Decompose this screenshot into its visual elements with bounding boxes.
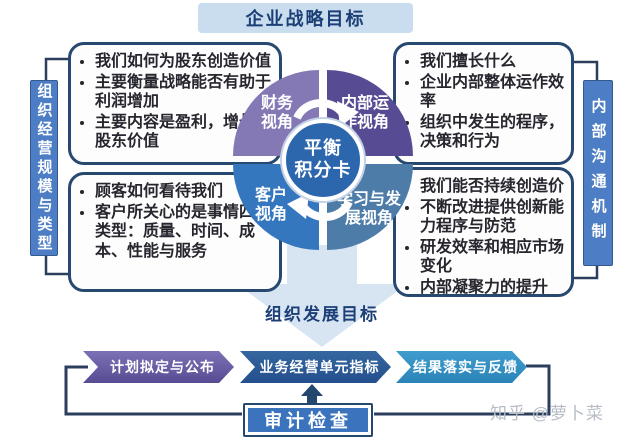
audit-label: 审计检查 <box>264 411 352 431</box>
bullet-item: 组织中发生的程序，决策和行为 <box>420 113 565 152</box>
bullet-item: 我们能否持续创造价 <box>420 177 565 197</box>
bullet-item: 研发效率和相应市场变化 <box>420 238 565 277</box>
up-arrow-icon <box>301 384 323 403</box>
bullet-list: 我们能否持续创造价 不断改进提供创新能力程序与防范 研发效率和相应市场变化 内部… <box>398 177 565 297</box>
bullet-list: 我们如何为股东创造价值 主要衡量战略能否有助于利润增加 主要内容是盈利，增长和股… <box>73 52 273 152</box>
bullet-list: 顾客如何看待我们 客户所关心的是事情四个类型：质量、时间、成本、性能与服务 <box>73 182 273 261</box>
learning-quadrant-label: 学习与发 展视角 <box>336 191 401 228</box>
customer-quadrant-label: 客户 视角 <box>254 187 287 224</box>
bullet-item: 企业内部整体运作效率 <box>420 73 565 112</box>
bullet-item: 我们擅长什么 <box>420 52 565 72</box>
down-arrow <box>237 245 407 347</box>
bullet-item: 顾客如何看待我们 <box>95 182 273 202</box>
left-sidebar-banner: 组织经营规模与类型 <box>30 80 58 256</box>
bracket-right-top <box>573 60 599 81</box>
bracket-left-bottom <box>44 255 69 276</box>
rotate-bottom-arrow-icon <box>299 200 353 221</box>
center-badge: 平衡 积分卡 <box>282 119 364 201</box>
step-metrics-label: 业务经营单元指标 <box>259 359 380 375</box>
feedback-loop-left <box>64 365 242 416</box>
bracket-right-bottom <box>574 265 599 280</box>
rotation-arrows <box>287 99 359 221</box>
bullet-item: 主要衡量战略能否有助于利润增加 <box>95 73 273 112</box>
strategy-goal-label: 企业战略目标 <box>245 9 366 29</box>
watermark: 知乎 @萝卜菜 <box>490 404 604 423</box>
development-goal-label: 组织发展目标 <box>265 305 379 324</box>
internal-quadrant-label: 内部运 作视角 <box>340 95 389 132</box>
bullet-item: 内部凝聚力的提升 <box>420 278 565 298</box>
rotate-top-arrowhead-icon <box>337 101 359 127</box>
step-metrics-chevron: 业务经营单元指标 <box>240 351 391 383</box>
step-feedback-chevron: 结果落实与反馈 <box>396 351 527 383</box>
bracket-left-top <box>44 57 70 80</box>
bullet-list: 我们擅长什么 企业内部整体运作效率 组织中发生的程序，决策和行为 <box>398 52 565 152</box>
financial-quadrant-label: 财务 视角 <box>260 95 293 132</box>
left-sidebar-label: 组织经营规模与类型 <box>35 82 53 254</box>
learning-box: 我们能否持续创造价 不断改进提供创新能力程序与防范 研发效率和相应市场变化 内部… <box>393 167 574 297</box>
rotate-bottom-arrowhead-icon <box>287 193 309 219</box>
bullet-item: 我们如何为股东创造价值 <box>95 52 273 72</box>
strategy-goal-banner: 企业战略目标 <box>198 3 413 33</box>
feedback-loop-right <box>374 364 551 416</box>
scorecard-wheel: 财务 视角 内部运 作视角 客户 视角 学习与发 展视角 平衡 积分卡 <box>233 70 413 250</box>
bullet-item: 客户所关心的是事情四个类型：质量、时间、成本、性能与服务 <box>95 203 273 262</box>
bullet-item: 不断改进提供创新能力程序与防范 <box>420 198 565 237</box>
bullet-item: 主要内容是盈利，增长和股东价值 <box>95 113 273 152</box>
step-feedback-label: 结果落实与反馈 <box>413 359 518 375</box>
right-sidebar-banner: 内部沟通机制 <box>583 80 613 266</box>
audit-box: 审计检查 <box>243 403 373 437</box>
internal-box: 我们擅长什么 企业内部整体运作效率 组织中发生的程序，决策和行为 <box>393 42 574 165</box>
right-sidebar-label: 内部沟通机制 <box>589 98 607 248</box>
step-plan-chevron: 计划拟定与公布 <box>83 351 234 383</box>
step-plan-label: 计划拟定与公布 <box>110 359 215 375</box>
